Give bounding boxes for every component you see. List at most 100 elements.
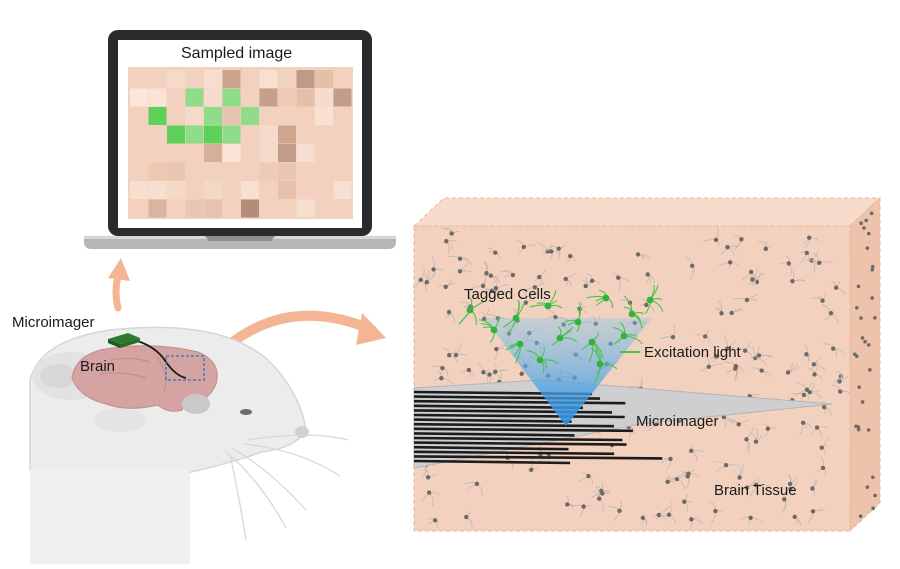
neuron-cell bbox=[855, 305, 859, 310]
probe-fibre bbox=[413, 436, 623, 442]
neuron-cell bbox=[803, 235, 820, 249]
pixel bbox=[148, 88, 167, 107]
pixel bbox=[185, 107, 204, 125]
pixel bbox=[148, 107, 167, 125]
tagged-cell bbox=[529, 290, 563, 310]
neuron-cell bbox=[500, 269, 516, 278]
neuron-cell bbox=[438, 278, 456, 290]
neuron-cell bbox=[750, 367, 772, 378]
probe-fibre bbox=[413, 459, 571, 465]
neuron-cell bbox=[811, 293, 826, 303]
neuron-cell bbox=[870, 267, 875, 272]
probe-fibre bbox=[413, 441, 627, 446]
neuron-cell bbox=[819, 435, 829, 455]
neuron-cell bbox=[821, 304, 839, 325]
tagged-cell bbox=[645, 284, 664, 314]
pixel bbox=[204, 70, 222, 88]
neuron-cell bbox=[794, 381, 812, 397]
neuron-cell bbox=[685, 256, 695, 280]
neuron-cell bbox=[823, 343, 845, 358]
pixel bbox=[222, 144, 241, 162]
neuron-cell bbox=[655, 501, 676, 525]
neuron-cell bbox=[864, 218, 868, 223]
pixel bbox=[296, 88, 315, 107]
neuron-cell bbox=[822, 400, 832, 417]
pixel bbox=[204, 125, 222, 144]
neuron-cell bbox=[423, 466, 438, 480]
neuron-cell bbox=[831, 384, 851, 395]
neuron-cell bbox=[591, 490, 611, 498]
tagged-cell bbox=[505, 340, 524, 364]
neuron-cell bbox=[758, 240, 773, 252]
tagged-cells-label: Tagged Cells bbox=[464, 286, 551, 303]
pixel bbox=[296, 144, 315, 162]
neuron-cell bbox=[856, 284, 861, 289]
pixel bbox=[204, 88, 222, 107]
neuron-cell bbox=[870, 296, 875, 300]
pixel bbox=[204, 199, 222, 218]
neuron-cell bbox=[792, 514, 801, 526]
neuron-cell bbox=[453, 342, 467, 358]
pixel bbox=[278, 144, 296, 162]
excitation-light-cone bbox=[484, 318, 652, 426]
neuron-cell bbox=[790, 270, 806, 284]
neuron-cell bbox=[639, 298, 655, 313]
neuron-cell bbox=[810, 478, 817, 497]
pixel bbox=[278, 181, 296, 199]
pixel bbox=[130, 181, 148, 199]
microimager-label: Microimager bbox=[12, 314, 95, 331]
brain-tissue-block bbox=[412, 196, 882, 533]
pixel bbox=[259, 88, 278, 107]
neuron-cell bbox=[866, 343, 871, 347]
neuron-cell bbox=[837, 372, 849, 384]
tagged-cell bbox=[590, 347, 618, 384]
neuron-cell bbox=[865, 246, 870, 251]
pixel bbox=[315, 70, 333, 88]
neuron-cell bbox=[733, 235, 744, 251]
neuron-cell bbox=[709, 500, 723, 524]
brain-icon bbox=[71, 345, 218, 414]
probe-fibre bbox=[413, 399, 626, 405]
tagged-cell bbox=[623, 295, 644, 329]
pixel bbox=[259, 125, 278, 144]
tagged-cell bbox=[503, 299, 525, 334]
neuron-cell bbox=[871, 475, 875, 480]
tagged-cell bbox=[586, 289, 613, 309]
neuron-cell bbox=[749, 478, 771, 497]
neuron-cell bbox=[480, 307, 490, 325]
neuron-cell bbox=[817, 457, 826, 475]
neuron-cell bbox=[694, 329, 710, 343]
pixel bbox=[167, 181, 185, 199]
neuron-cell bbox=[809, 425, 828, 439]
neuron-cell bbox=[871, 506, 875, 511]
neuron-cell bbox=[870, 264, 875, 269]
neuron-cell bbox=[483, 288, 506, 294]
neuron-cell bbox=[477, 363, 491, 383]
pixel bbox=[222, 107, 241, 125]
pixel bbox=[167, 162, 185, 181]
tagged-cell bbox=[612, 322, 643, 345]
pixel bbox=[185, 199, 204, 218]
pixel bbox=[278, 125, 296, 144]
neuron-cell bbox=[714, 299, 724, 316]
neuron-cell bbox=[423, 270, 436, 285]
neuron-cell bbox=[734, 463, 744, 480]
neuron-cell bbox=[635, 252, 651, 260]
neuron-cell bbox=[566, 253, 576, 263]
laptop-icon bbox=[84, 30, 396, 249]
neuron-cell bbox=[412, 267, 427, 292]
neuron-cell bbox=[563, 273, 577, 287]
pixel bbox=[241, 181, 259, 199]
neuron-cell bbox=[858, 514, 863, 519]
pixel bbox=[259, 144, 278, 162]
neuron-cell bbox=[741, 269, 757, 286]
neuron-cell bbox=[856, 427, 861, 432]
pixel bbox=[241, 107, 259, 125]
neuron-cell bbox=[420, 490, 441, 506]
neuron-cell bbox=[869, 211, 874, 216]
neuron-cell bbox=[645, 272, 655, 285]
neuron-cell bbox=[744, 427, 754, 454]
neuron-cell bbox=[682, 492, 694, 512]
